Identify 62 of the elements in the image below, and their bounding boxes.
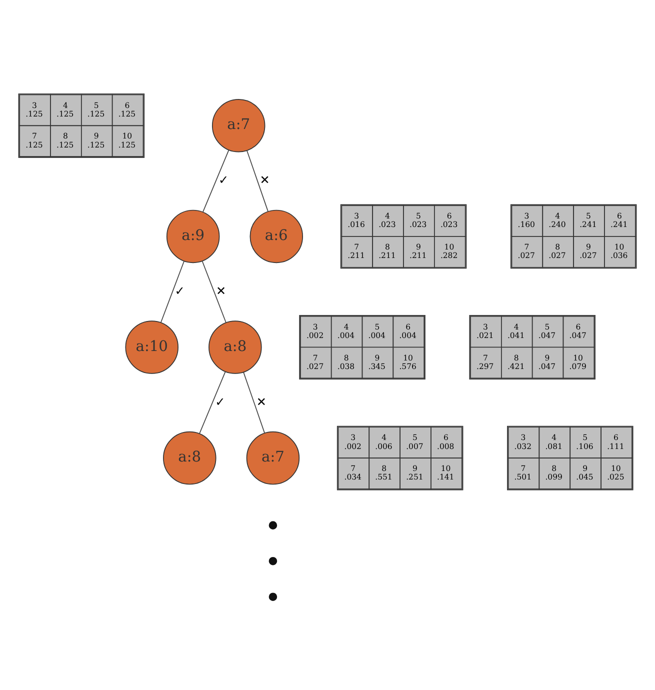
node-label: 6 .004 <box>399 322 416 340</box>
node-label: 8 .125 <box>56 131 74 149</box>
node-label: 7 .034 <box>344 464 362 482</box>
node-label: 8 .038 <box>337 352 355 370</box>
node-label: 8 .027 <box>548 242 566 260</box>
node-label: 10 .576 <box>399 352 416 370</box>
node-label: 3 .021 <box>476 322 494 340</box>
node-label: 6 .125 <box>118 100 136 118</box>
edge-label: ✓ <box>174 284 185 298</box>
edge-label: ✓ <box>218 172 229 187</box>
edge-label: ✕ <box>216 284 226 298</box>
node-label: 7 .211 <box>348 242 365 260</box>
node-label: 4 .125 <box>56 100 74 118</box>
node-label: 7 .501 <box>514 464 532 482</box>
node-label: 9 .345 <box>368 352 386 370</box>
node-label: 4 .240 <box>548 211 566 229</box>
node-label: 8 .551 <box>375 464 392 482</box>
node-label: 3 .125 <box>26 100 43 118</box>
node-label: 5 .125 <box>87 100 105 118</box>
node-label: 4 .004 <box>337 322 355 340</box>
node-label: 4 .041 <box>507 322 525 340</box>
node-label: 3 .016 <box>348 211 365 229</box>
node-label: 7 .027 <box>518 242 535 260</box>
node-label: 10 .079 <box>569 352 586 370</box>
node-label: 4 .006 <box>375 432 392 450</box>
node-label: 5 .106 <box>576 432 594 450</box>
node-label: 8 .099 <box>545 464 562 482</box>
node-label: 10 .036 <box>610 242 628 260</box>
node-label: 9 .047 <box>538 352 556 370</box>
node-label: 7 .027 <box>306 352 324 370</box>
edge-label: ✕ <box>260 172 270 187</box>
node-label: 9 .027 <box>580 242 597 260</box>
node-label: 3 .002 <box>306 322 324 340</box>
node-label: 5 .241 <box>580 211 597 229</box>
edge-label: ✕ <box>256 394 266 408</box>
node-label: 9 .211 <box>410 242 427 260</box>
node-label: 3 .160 <box>518 211 535 229</box>
node-label: 10 .282 <box>440 242 458 260</box>
node-label: 6 .008 <box>437 432 454 450</box>
node-label: 9 .045 <box>576 464 594 482</box>
node-label: 6 .023 <box>440 211 458 229</box>
node-label: 10 .025 <box>607 464 624 482</box>
node-label: 6 .111 <box>607 432 624 450</box>
node-label: 7 .297 <box>476 352 494 370</box>
node-label: 5 .004 <box>368 322 386 340</box>
node-label: 9 .251 <box>406 464 424 482</box>
node-label: 5 .023 <box>410 211 427 229</box>
node-label: 8 .421 <box>507 352 525 370</box>
node-label: 3 .032 <box>514 432 532 450</box>
node-label: 5 .047 <box>538 322 556 340</box>
node-label: 5 .007 <box>406 432 424 450</box>
node-label: 4 .081 <box>545 432 562 450</box>
edge-label: ✓ <box>215 394 226 408</box>
node-label: 6 .241 <box>610 211 628 229</box>
node-label: 3 .002 <box>344 432 362 450</box>
node-label: 10 .125 <box>118 131 136 149</box>
node-label: 6 .047 <box>569 322 586 340</box>
node-label: 10 .141 <box>437 464 454 482</box>
node-label: 8 .211 <box>378 242 396 260</box>
node-label: 4 .023 <box>378 211 396 229</box>
node-label: 9 .125 <box>87 131 105 149</box>
node-label: 7 .125 <box>26 131 43 149</box>
